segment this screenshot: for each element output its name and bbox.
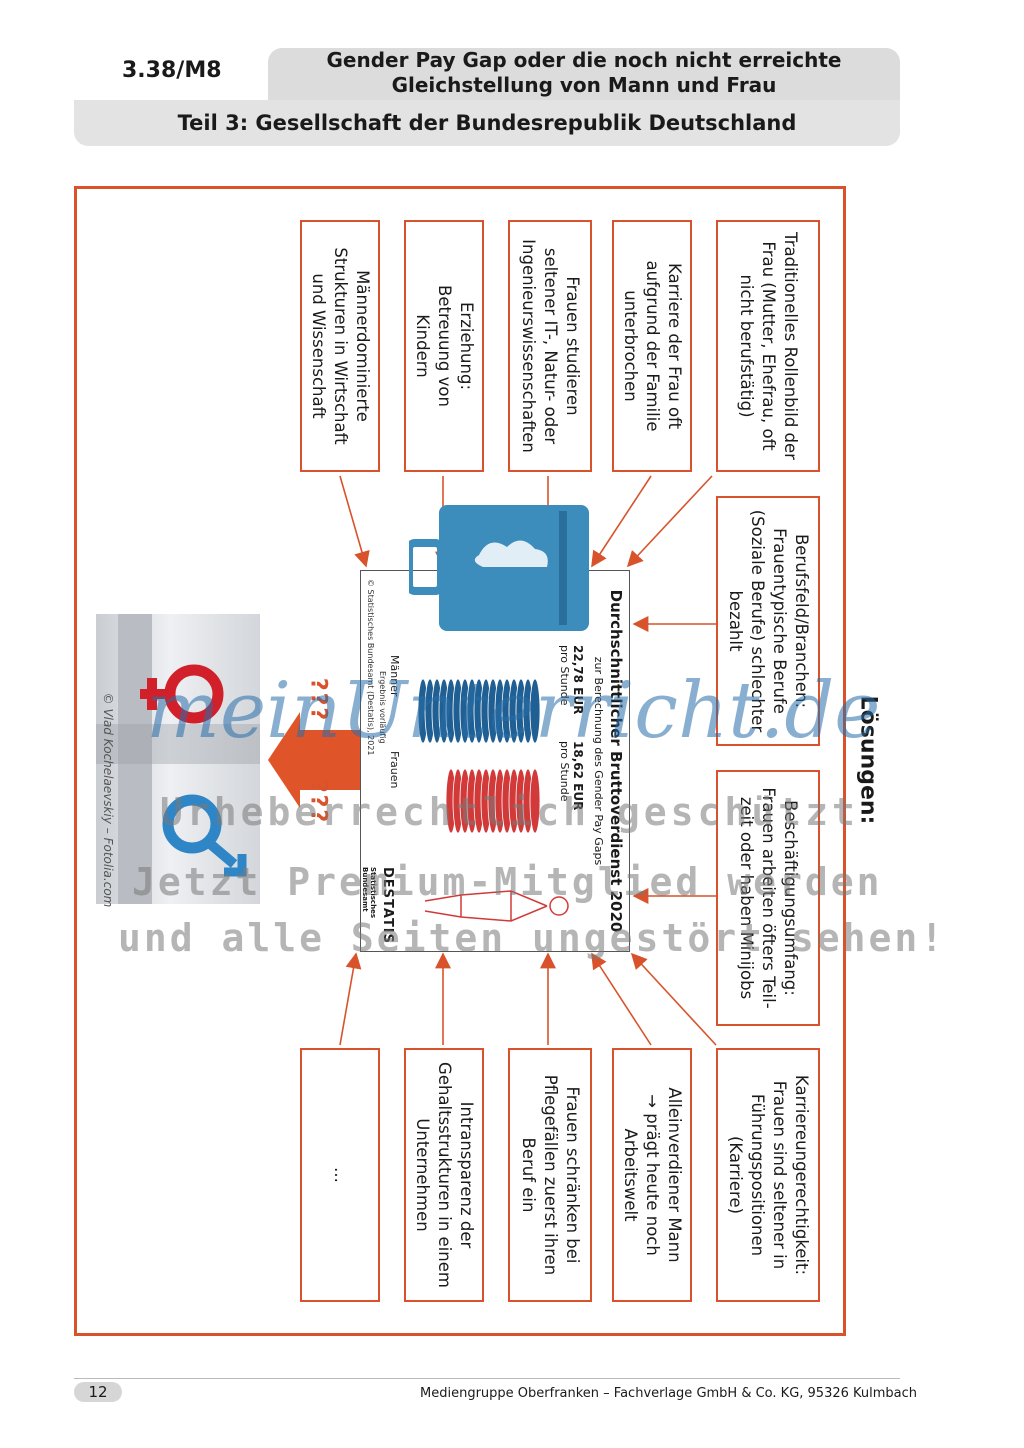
cause-box-employment-scope: Beschäftigungsumfang:Frauen arbeiten öft… (716, 770, 820, 1026)
earnings-infographic: Durchschnittlicher Bruttoverdienst 2020 … (360, 505, 630, 952)
worksheet-title: Gender Pay Gap oder die noch nicht errei… (268, 48, 900, 100)
coin (529, 678, 541, 744)
watermark-line-4: und alle Seiten ungestört sehen! (118, 916, 947, 960)
watermark-line-3: Jetzt Premium-Mitglied werden (132, 860, 883, 904)
photo-credit: © Vlad Kochelaevskiy – Fotolia.com (101, 692, 115, 908)
publisher-line: Mediengruppe Oberfranken – Fachverlage G… (420, 1386, 918, 1401)
cause-box-career-injustice: Karriereungerechtigkeit:Frauen sind selt… (716, 1048, 820, 1302)
title-line-2: Gleichstellung von Mann und Frau (391, 73, 777, 97)
coins-women-stack (445, 768, 541, 834)
cause-text: Karriereungerechtigkeit:Frauen sind selt… (726, 1074, 811, 1276)
big-left-arrow (268, 712, 360, 808)
watermark-logo: meinUnterricht.de (146, 666, 881, 756)
coin-stacks (417, 678, 541, 834)
title-line-1: Gender Pay Gap oder die noch nicht errei… (326, 48, 842, 72)
gender-photo (96, 614, 260, 904)
cause-box-open: ... (300, 1048, 380, 1302)
gender-symbols-icon (96, 614, 260, 904)
coins-men-stack (417, 678, 541, 744)
solution-frame (74, 186, 846, 1336)
page-number: 12 (74, 1382, 122, 1402)
watermark-line-2: Urheberrechtlich geschützt (160, 790, 859, 834)
material-code: 3.38/M8 (122, 58, 222, 83)
cause-box-occupational-field: Berufsfeld/Branchen:Frauentypische Beruf… (716, 496, 820, 746)
footer-divider (74, 1378, 900, 1379)
worksheet-subtitle: Teil 3: Gesellschaft der Bundesrepublik … (74, 100, 900, 146)
cause-text: ... (331, 1167, 350, 1183)
coin (529, 768, 541, 834)
person-figure-icon (424, 890, 569, 922)
briefcase-icon (409, 505, 589, 631)
